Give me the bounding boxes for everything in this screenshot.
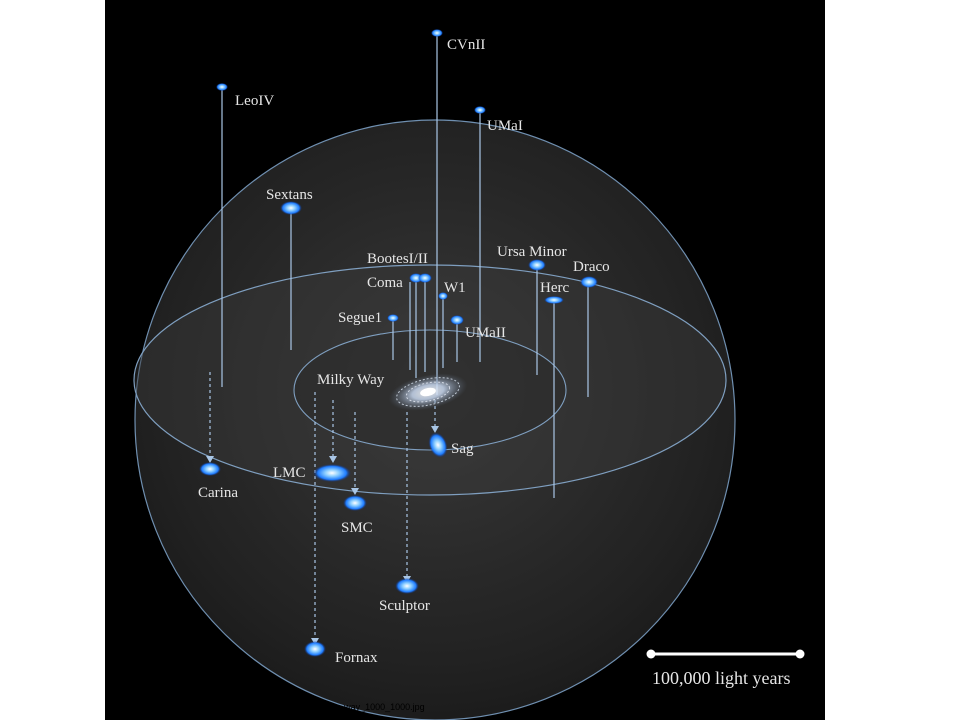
galaxy-umaii-blob [450,315,464,325]
label-carina: Carina [198,485,238,501]
diagram-panel: CVnII LeoIV UMaI Sextans BootesI/II Ursa… [105,0,825,720]
galaxy-draco-blob [580,276,598,288]
label-w1: W1 [444,280,466,296]
label-sextans: Sextans [266,187,313,203]
galaxy-lmc-blob [313,464,351,482]
milky-way-satellite-map: CVnII LeoIV UMaI Sextans BootesI/II Ursa… [133,29,805,720]
galaxy-w1-blob [438,292,448,300]
galaxy-cvnii-blob [431,29,443,37]
galaxy-sextans-blob [280,201,302,215]
source-url: http://www.sciencecentric.com/images/new… [118,702,425,712]
scale-bar-label: 100,000 light years [652,668,790,688]
label-milky-way: Milky Way [317,372,385,388]
dashed-drop-lines [209,372,436,640]
galaxy-sag-blob [428,432,448,458]
galaxy-herc-blob [544,296,564,304]
label-coma: Coma [367,275,403,291]
galaxy-sculptor-blob [395,578,419,594]
arrow-heads [206,426,439,645]
label-bootes: BootesI/II [367,251,428,267]
label-cvnii: CVnII [447,37,485,53]
label-draco: Draco [573,259,610,275]
galaxy-smc-blob [343,495,367,511]
label-fornax: Fornax [335,650,378,666]
galaxy-bootes-blob-b [418,273,432,283]
label-segue1: Segue1 [338,310,382,326]
connector-lines [221,36,589,498]
galaxy-fornax-blob [304,641,326,657]
label-herc: Herc [540,280,569,296]
galaxy-umai-blob [474,106,486,114]
galaxy-leoiv-blob [216,83,228,91]
label-smc: SMC [341,520,373,536]
galaxy-segue1-blob [387,314,399,322]
label-leoiv: LeoIV [235,93,274,109]
label-sculptor: Sculptor [379,598,430,614]
label-lmc: LMC [273,465,306,481]
galaxy-ursa-minor-blob [528,259,546,271]
milky-way-galaxy [388,373,468,411]
label-umaii: UMaII [465,325,506,341]
galaxy-carina-blob [199,462,221,476]
label-umai: UMaI [487,118,523,134]
label-ursa-minor: Ursa Minor [497,244,567,260]
label-sag: Sag [451,441,474,457]
scale-bar: 100,000 light years [646,649,805,688]
